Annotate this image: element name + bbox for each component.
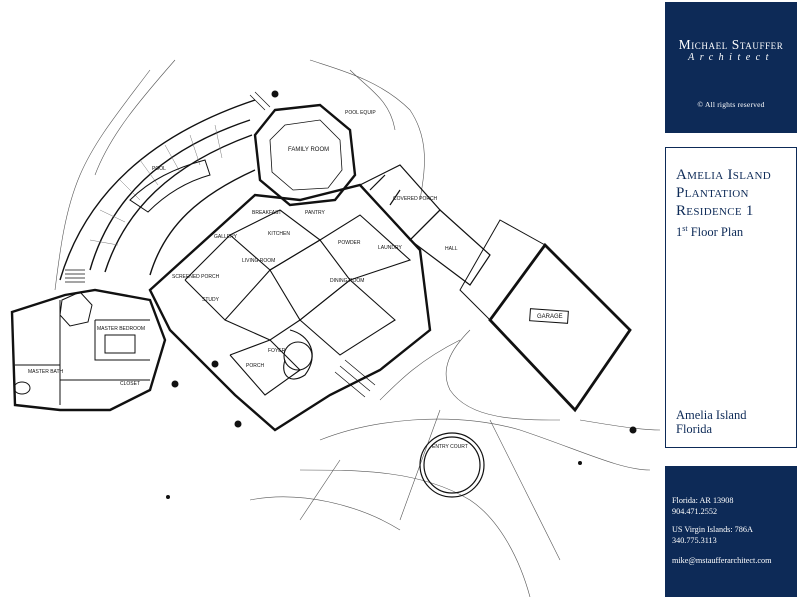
location-line-2: Florida — [676, 422, 713, 436]
label-garage: GARAGE — [537, 314, 563, 320]
location-line-1: Amelia Island — [676, 408, 747, 422]
architect-subtitle: Architect — [688, 52, 774, 63]
label-hall: HALL — [445, 246, 458, 252]
label-living-room: LIVING ROOM — [242, 258, 275, 264]
contact-info: Florida: AR 13908 904.471.2552 US Virgin… — [672, 496, 797, 567]
plan-prefix: 1 — [676, 225, 683, 240]
terrace-hatching — [89, 124, 223, 246]
label-entry-court: ENTRY COURT — [432, 444, 468, 450]
floor-plan-svg: FAMILY ROOM KITCHEN LIVING ROOM DINING R… — [10, 59, 660, 597]
project-title-line-2: Plantation — [676, 185, 749, 201]
label-foyer: FOYER — [268, 348, 286, 354]
brand-panel: Michael Stauffer Architect © All rights … — [665, 2, 797, 133]
label-covered-porch: COVERED PORCH — [393, 196, 438, 202]
site-markers — [166, 90, 637, 499]
label-laundry: LAUNDRY — [378, 245, 402, 251]
garage-annex — [459, 219, 569, 324]
family-room-interior — [269, 119, 343, 191]
label-pool-equip: POOL EQUIP — [345, 110, 376, 116]
project-title: Amelia Island Plantation Residence 1 — [676, 166, 796, 220]
pool-outline — [129, 159, 211, 213]
project-title-line-3: Residence 1 — [676, 203, 754, 219]
project-title-line-1: Amelia Island — [676, 167, 771, 183]
label-master-bedroom: MASTER BEDROOM — [97, 326, 145, 332]
main-house-walls — [148, 183, 432, 432]
usvi-phone: 340.775.3113 — [672, 535, 717, 545]
plan-name: 1st Floor Plan — [676, 222, 796, 239]
rights-notice: © All rights reserved — [697, 100, 765, 109]
label-pantry: PANTRY — [305, 210, 325, 216]
steps — [65, 91, 376, 398]
plan-suffix: Floor Plan — [687, 225, 744, 240]
master-wing-walls — [10, 288, 167, 412]
garage-walls — [488, 242, 632, 413]
plan-sup: st — [682, 224, 688, 233]
master-wing-interior — [13, 291, 150, 405]
usvi-license: US Virgin Islands: 786A — [672, 525, 753, 534]
florida-license: Florida: AR 13908 — [672, 496, 734, 505]
label-study: STUDY — [202, 297, 220, 303]
covered-porch — [359, 164, 491, 286]
label-powder: POWDER — [338, 240, 361, 246]
florida-phone: 904.471.2552 — [672, 506, 718, 516]
label-porch: PORCH — [246, 363, 264, 369]
label-master-bath: MASTER BATH — [28, 369, 64, 375]
interior-walls — [184, 209, 412, 396]
pool-terrace — [59, 99, 256, 281]
label-pool: POOL — [152, 166, 166, 172]
site-contours — [54, 59, 660, 597]
project-panel: Amelia Island Plantation Residence 1 1st… — [665, 147, 797, 448]
label-family-room: FAMILY ROOM — [288, 147, 329, 153]
family-room-octagon — [253, 103, 357, 207]
label-gallery: GALLERY — [214, 234, 238, 240]
label-breakfast: BREAKFAST — [252, 210, 281, 216]
label-dining-room: DINING ROOM — [330, 278, 364, 284]
label-screened-porch: SCREENED PORCH — [172, 274, 220, 280]
contact-panel: Florida: AR 13908 904.471.2552 US Virgin… — [665, 466, 797, 597]
email-address[interactable]: mike@mstaufferarchitect.com — [672, 556, 772, 565]
label-closet: CLOSET — [120, 381, 140, 387]
label-kitchen: KITCHEN — [268, 231, 290, 237]
architect-name: Michael Stauffer — [678, 37, 784, 52]
project-location: Amelia Island Florida — [676, 408, 746, 436]
entry-court — [419, 432, 485, 498]
floor-plan-drawing: FAMILY ROOM KITCHEN LIVING ROOM DINING R… — [10, 59, 660, 597]
